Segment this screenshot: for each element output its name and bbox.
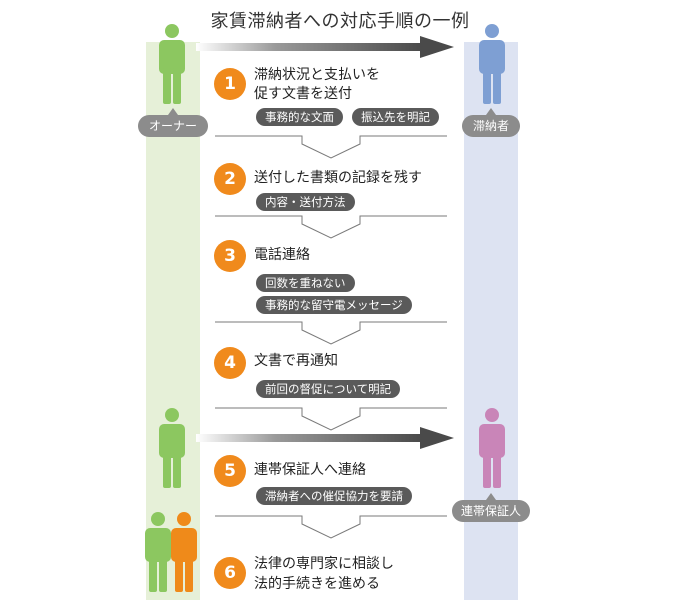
step-number: 1: [214, 68, 246, 100]
debtor-person-icon: [479, 24, 505, 104]
page-title: 家賃滞納者への対応手順の一例: [210, 11, 470, 32]
owner-person-icon: [159, 24, 185, 104]
step-tag: 内容・送付方法: [256, 193, 355, 211]
pill-pointer: [168, 108, 178, 115]
step-title-line: 電話連絡: [254, 247, 310, 263]
step-number: 3: [214, 240, 246, 272]
step-tag: 振込先を明記: [352, 108, 439, 126]
step-number: 4: [214, 347, 246, 379]
step-title-line: 法的手続きを進める: [254, 576, 380, 592]
owner-label: オーナー: [138, 115, 208, 137]
chevron-down-icon: [215, 215, 447, 239]
step-tag: 滞納者への催促協力を要請: [256, 487, 412, 505]
step-title-line: 連帯保証人へ連絡: [254, 462, 366, 478]
step-number: 5: [214, 455, 246, 487]
chevron-down-icon: [215, 407, 447, 431]
step-tag: 回数を重ねない: [256, 274, 355, 292]
step-tag: 事務的な留守電メッセージ: [256, 296, 412, 314]
step-title-line: 文書で再通知: [254, 353, 338, 369]
chevron-down-icon: [215, 321, 447, 345]
step-title-line: 滞納状況と支払いを: [254, 67, 380, 83]
lawyer-person-icon: [171, 512, 197, 592]
step-tag: 事務的な文面: [256, 108, 343, 126]
pill-pointer: [486, 493, 496, 500]
guarantor-label: 連帯保証人: [452, 500, 530, 522]
step-title-line: 促す文書を送付: [254, 86, 352, 102]
debtor-label: 滞納者: [462, 115, 520, 137]
chevron-down-icon: [215, 515, 447, 539]
step-tag: 前回の督促について明記: [256, 380, 401, 398]
chevron-down-icon: [215, 135, 447, 159]
arrow-right-icon: [196, 427, 454, 449]
step-number: 6: [214, 557, 246, 589]
step-number: 2: [214, 163, 246, 195]
guarantor-person-icon: [479, 408, 505, 488]
arrow-right-icon: [196, 36, 454, 58]
owner-person-icon: [159, 408, 185, 488]
step-title-line: 送付した書類の記録を残す: [254, 170, 422, 186]
pill-pointer: [486, 108, 496, 115]
step-title-line: 法律の専門家に相談し: [254, 556, 394, 572]
owner-person-icon: [145, 512, 171, 592]
